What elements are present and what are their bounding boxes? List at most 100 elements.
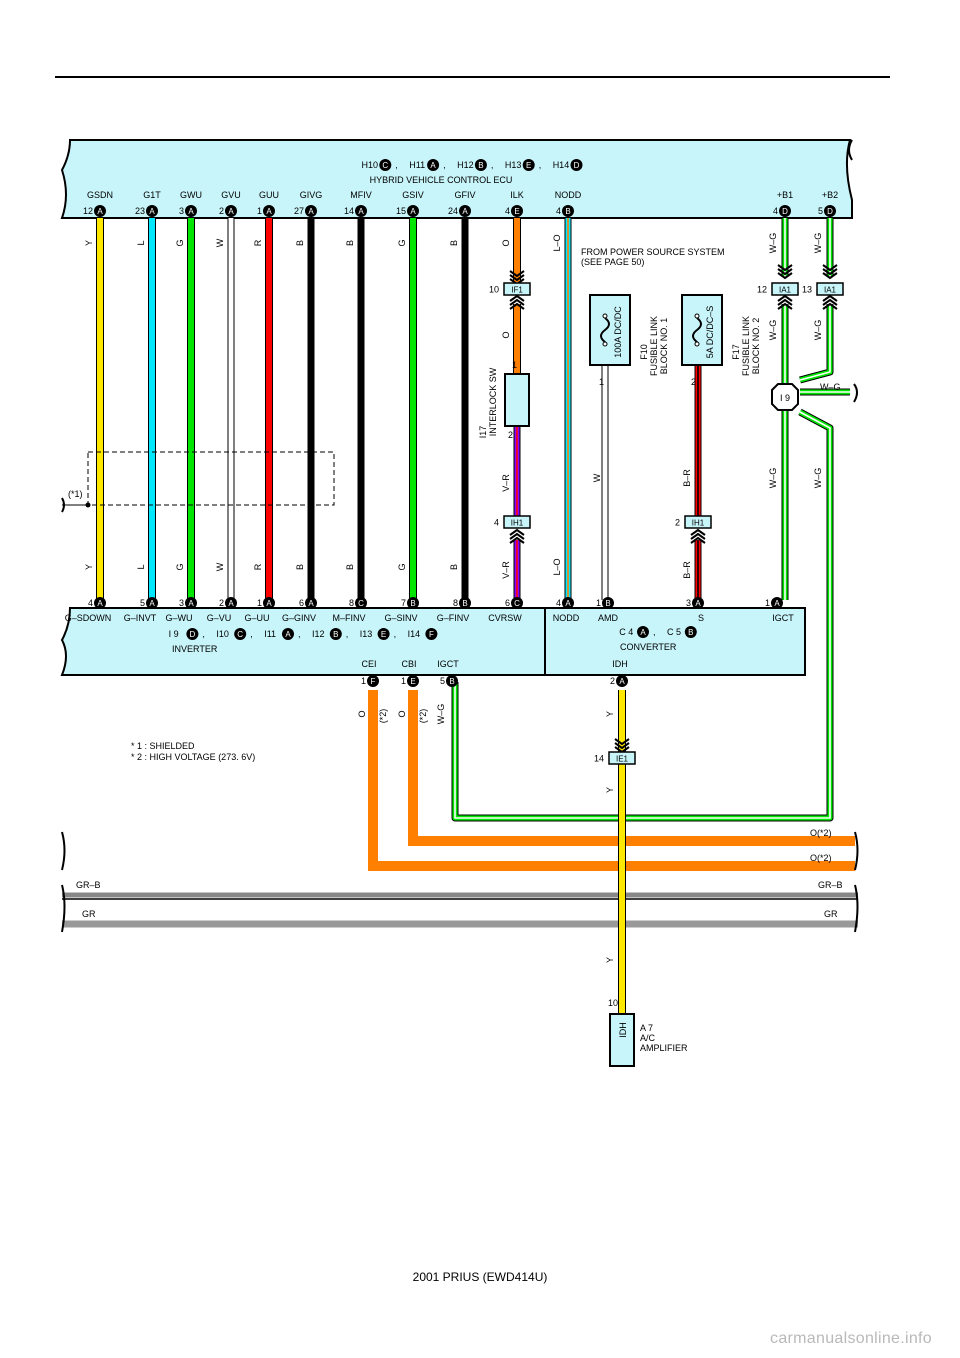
connector-code: C 5 — [667, 627, 681, 637]
ecu-name: HYBRID VEHICLE CONTROL ECU — [370, 175, 513, 185]
ecu-pin-number: 12 — [83, 206, 93, 216]
ecu-pin-label: GSIV — [402, 190, 424, 200]
connector-letter: B — [333, 630, 338, 639]
fuse-f10-terminal-top — [602, 313, 608, 319]
inverter-pin-letter: A — [149, 599, 155, 608]
ecu-pin-number: 1 — [257, 206, 262, 216]
ecu-wire-label: G — [175, 239, 185, 246]
interlock-name: INTERLOCK SW — [488, 367, 498, 436]
fuse-f10-terminal-bottom — [602, 341, 608, 347]
connector-circle — [186, 628, 199, 640]
inverter-pin-label: G–SINV — [384, 613, 417, 623]
inverter-wire-label: L — [136, 564, 146, 569]
inverter-bottom-pin-circle — [407, 675, 419, 687]
inverter-pin-letter: B — [462, 599, 467, 608]
connector-code: H10 — [362, 160, 379, 170]
inverter-pin-number: 7 — [401, 598, 406, 608]
ecu-pin-label: MFIV — [350, 190, 372, 200]
vr-wire-label-upper: V–R — [501, 474, 511, 492]
inverter-pin-circle — [407, 597, 419, 609]
ecu-pin-number: 3 — [179, 206, 184, 216]
inverter-pin-circle — [263, 597, 275, 609]
connector-code: I10 — [216, 629, 229, 639]
inverter-pin-number: 2 — [219, 598, 224, 608]
inverter-pin-letter: A — [228, 599, 234, 608]
inverter-pin-circle — [146, 597, 158, 609]
converter-pin-label: AMD — [598, 613, 619, 623]
right-label-o2: O(*2) — [810, 853, 832, 863]
inverter-pin-circle — [355, 597, 367, 609]
connector-code: H14 — [553, 160, 570, 170]
br-wire-label-upper: B–R — [682, 469, 692, 487]
converter-bottom-label: IDH — [612, 659, 628, 669]
ecu-pin-label: ILK — [510, 190, 524, 200]
inverter-pin-letter: C — [358, 599, 364, 608]
ia1-lower-chevrons-0 — [777, 294, 793, 310]
interlock-pin-top: 1 — [512, 360, 517, 370]
idh-wire-label-upper: Y — [605, 711, 615, 717]
amp-wire-label: Y — [605, 957, 615, 963]
ecu-box — [60, 139, 853, 219]
junction-ih1-a — [503, 515, 531, 529]
ecu-pin-letter: B — [565, 207, 570, 216]
connector-letter: D — [190, 630, 196, 639]
inverter-pin-letter: C — [514, 599, 520, 608]
inverter-pin-number: 8 — [453, 598, 458, 608]
inverter-bottom-pin-circle — [367, 675, 379, 687]
power-source-line1: FROM POWER SOURCE SYSTEM — [581, 247, 725, 257]
fuse-f17-rating: 5A DC/DC–S — [705, 306, 715, 359]
wire-cei — [368, 690, 855, 871]
inverter-wire-label: B — [449, 564, 459, 570]
inverter-pin-circle — [459, 597, 471, 609]
fuse-f17-terminal-top — [694, 313, 700, 319]
ecu-pin-letter: A — [188, 207, 194, 216]
ecu-pin-label: GUU — [259, 190, 279, 200]
inverter-pin-circle — [225, 597, 237, 609]
ecu-pin-number: 15 — [396, 206, 406, 216]
inverter-pin-label: M–FINV — [332, 613, 365, 623]
inverter-bottom-note: (*2) — [418, 709, 428, 724]
ecu-pin-circle — [511, 205, 523, 217]
ia1-chevrons-0 — [777, 264, 793, 280]
junction-ih1-b-label: IH1 — [692, 519, 705, 528]
ecu-pin-circle — [824, 205, 836, 217]
connector-letter: B — [688, 628, 693, 637]
converter-pin-label: S — [698, 613, 704, 623]
inverter-pin-number: 5 — [140, 598, 145, 608]
junction-if1-pin: 10 — [489, 285, 499, 295]
junction-i9-label: I 9 — [780, 393, 790, 403]
connector-letter: A — [285, 630, 291, 639]
inverter-pin-letter: A — [97, 599, 103, 608]
inverter-bottom-pin-letter: E — [410, 677, 415, 686]
ecu-pin-number: 4 — [556, 206, 561, 216]
shield-break — [61, 497, 65, 513]
connector-code: I11 — [264, 629, 276, 639]
inverter-pin-circle — [305, 597, 317, 609]
amplifier-box — [609, 1013, 635, 1067]
ecu-pin-circle — [94, 205, 106, 217]
wire-b2-merge — [799, 304, 834, 384]
ecu-pin-number: 24 — [448, 206, 458, 216]
ih1-b-chevrons — [690, 528, 706, 544]
inverter-pin-number: 4 — [88, 598, 93, 608]
converter-bottom-pin-letter: A — [619, 677, 625, 686]
return-wire-label: W–G — [813, 468, 823, 489]
nodd-wire-label-upper: L–O — [552, 234, 562, 251]
ecu-pin-circle — [459, 205, 471, 217]
right-label-o1: O(*2) — [810, 828, 832, 838]
connector-letter: E — [526, 161, 531, 170]
junction-ih1-a-label: IH1 — [511, 519, 524, 528]
note-1: * 1 : SHIELDED — [131, 741, 195, 751]
connector-circle — [570, 159, 583, 171]
converter-name: CONVERTER — [620, 642, 677, 652]
inverter-name: INVERTER — [172, 644, 218, 654]
amplifier-line2: AMPLIFIER — [640, 1043, 688, 1053]
amplifier-pin: 10 — [608, 998, 618, 1008]
inverter-bottom-label: CEI — [361, 659, 376, 669]
connector-letter: F — [429, 630, 434, 639]
ecu-pin-letter: D — [827, 207, 833, 216]
connector-circle — [377, 628, 390, 640]
right-label-grb: GR–B — [818, 880, 843, 890]
ia1-lower-chevrons-1 — [822, 294, 838, 310]
